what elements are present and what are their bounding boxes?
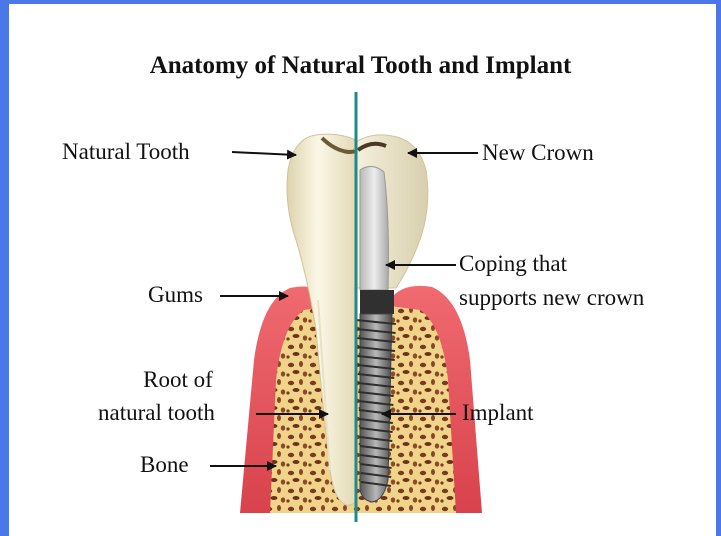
label-root-line1: Root of: [98, 366, 258, 394]
label-implant: Implant: [462, 399, 534, 427]
label-gums: Gums: [148, 281, 203, 309]
label-bone: Bone: [140, 451, 189, 479]
label-natural-tooth: Natural Tooth: [62, 138, 190, 166]
label-new-crown: New Crown: [482, 139, 594, 167]
arrow-natural-tooth: [232, 152, 296, 155]
label-root-line2: natural tooth: [98, 399, 215, 427]
coping-shape: [360, 166, 389, 290]
diagram-title: Anatomy of Natural Tooth and Implant: [0, 52, 721, 80]
implant-collar: [360, 290, 394, 314]
label-coping-line2: supports new crown: [459, 284, 644, 312]
label-coping-line1: Coping that: [459, 250, 567, 278]
